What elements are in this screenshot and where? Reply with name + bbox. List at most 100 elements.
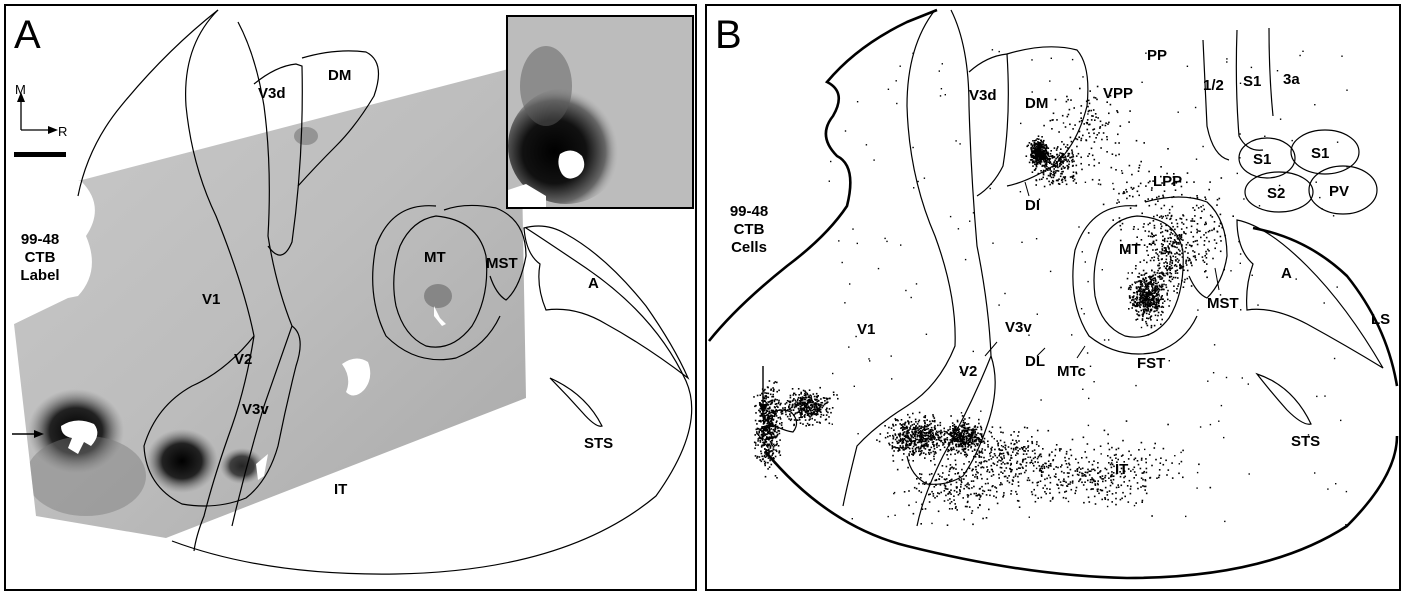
labeled-cell-dot [892, 425, 895, 427]
labeled-cell-dot [1142, 294, 1144, 297]
labeled-cell-dot [1175, 260, 1177, 262]
labeled-cell-dot [923, 440, 925, 443]
labeled-cell-dot [1061, 141, 1063, 143]
labeled-cell-dot [1040, 152, 1043, 155]
labeled-cell-dot [948, 449, 950, 452]
labeled-cell-dot [951, 466, 953, 468]
labeled-cell-dot [774, 403, 777, 405]
labeled-cell-dot [967, 496, 969, 498]
labeled-cell-dot [933, 486, 936, 488]
labeled-cell-dot [1184, 278, 1186, 281]
labeled-cell-dot [775, 415, 778, 417]
labeled-cell-dot [1144, 485, 1147, 488]
labeled-cell-dot [1149, 317, 1151, 319]
labeled-cell-dot [817, 413, 819, 416]
labeled-cell-dot [918, 431, 921, 434]
labeled-cell-dot [1074, 124, 1076, 126]
labeled-cell-dot [1163, 239, 1166, 242]
labeled-cell-dot [1169, 236, 1171, 239]
labeled-cell-dot [1054, 164, 1057, 167]
labeled-cell-dot [962, 448, 965, 451]
labeled-cell-dot [788, 403, 791, 406]
labeled-cell-dot [1035, 184, 1037, 186]
labeled-cell-dot [1047, 429, 1050, 432]
labeled-cell-dot [1170, 257, 1172, 259]
labeled-cell-dot [1171, 222, 1173, 224]
labeled-cell-dot [1141, 499, 1144, 502]
labeled-cell-dot [943, 443, 945, 445]
label-pv: PV [1329, 183, 1349, 200]
labeled-cell-dot [768, 450, 771, 453]
labeled-cell-dot [1151, 286, 1154, 289]
labeled-cell-dot [933, 448, 936, 450]
labeled-cell-dot [760, 446, 763, 448]
labeled-cell-dot [968, 461, 970, 463]
labeled-cell-dot [1041, 465, 1043, 468]
labeled-cell-dot [1128, 450, 1130, 453]
labeled-cell-dot [790, 418, 793, 420]
labeled-cell-dot [1155, 299, 1158, 302]
labeled-cell-dot [795, 394, 797, 396]
labeled-cell-dot [1010, 468, 1012, 471]
labeled-cell-dot [1035, 160, 1038, 163]
labeled-cell-dot [962, 424, 965, 427]
labeled-cell-dot [778, 450, 781, 452]
labeled-cell-dot [1202, 145, 1204, 148]
labeled-cell-dot [1155, 290, 1157, 292]
ls-sulcus [1252, 226, 1399, 387]
labeled-cell-dot [761, 439, 764, 441]
labeled-cell-dot [1154, 295, 1156, 298]
area-pv [1308, 165, 1378, 215]
labeled-cell-dot [778, 389, 780, 392]
labeled-cell-dot [905, 444, 908, 447]
labeled-cell-dot [760, 445, 763, 447]
labeled-cell-dot [779, 422, 781, 425]
labeled-cell-dot [1136, 293, 1139, 296]
labeled-cell-dot [1001, 483, 1003, 486]
labeled-cell-dot [778, 401, 780, 404]
labeled-cell-dot [951, 508, 953, 510]
labeled-cell-dot [759, 429, 762, 431]
labeled-cell-dot [1176, 238, 1179, 240]
labeled-cell-dot [1157, 259, 1160, 261]
labeled-cell-dot [940, 435, 943, 438]
labeled-cell-dot [1130, 186, 1133, 189]
labeled-cell-dot [1088, 153, 1091, 155]
labeled-cell-dot [906, 432, 909, 434]
labeled-cell-dot [920, 440, 922, 443]
labeled-cell-dot [1138, 276, 1140, 278]
labeled-cell-dot [944, 485, 947, 487]
labeled-cell-dot [1115, 457, 1117, 459]
labeled-cell-dot [806, 406, 808, 408]
labeled-cell-dot [1012, 476, 1015, 479]
labeled-cell-dot [1028, 161, 1031, 164]
labeled-cell-dot [960, 452, 962, 455]
labeled-cell-dot [761, 431, 763, 433]
labeled-cell-dot [801, 399, 803, 402]
labeled-cell-dot [1062, 176, 1065, 178]
labeled-cell-dot [943, 430, 946, 433]
labeled-cell-dot [769, 433, 772, 435]
labeled-cell-dot [956, 419, 959, 422]
labeled-cell-dot [1045, 462, 1047, 465]
labeled-cell-dot [1156, 292, 1158, 295]
labeled-cell-dot [988, 471, 991, 473]
labeled-cell-dot [962, 435, 964, 438]
labeled-cell-dot [949, 439, 952, 441]
labeled-cell-dot [1159, 278, 1162, 280]
labeled-cell-dot [1032, 150, 1034, 152]
labeled-cell-dot [806, 393, 809, 396]
labeled-cell-dot [815, 405, 818, 407]
labeled-cell-dot [1113, 465, 1115, 468]
labeled-cell-dot [1174, 253, 1176, 255]
labeled-cell-dot [769, 425, 771, 427]
labeled-cell-dot [936, 431, 939, 434]
labeled-cell-dot [794, 405, 796, 408]
labeled-cell-dot [1147, 276, 1150, 278]
labeled-cell-dot [1068, 108, 1071, 111]
labeled-cell-dot [1015, 454, 1017, 456]
labeled-cell-dot [963, 472, 965, 474]
labeled-cell-dot [965, 436, 968, 438]
labeled-cell-dot [911, 453, 914, 456]
labeled-cell-dot [1250, 66, 1253, 69]
